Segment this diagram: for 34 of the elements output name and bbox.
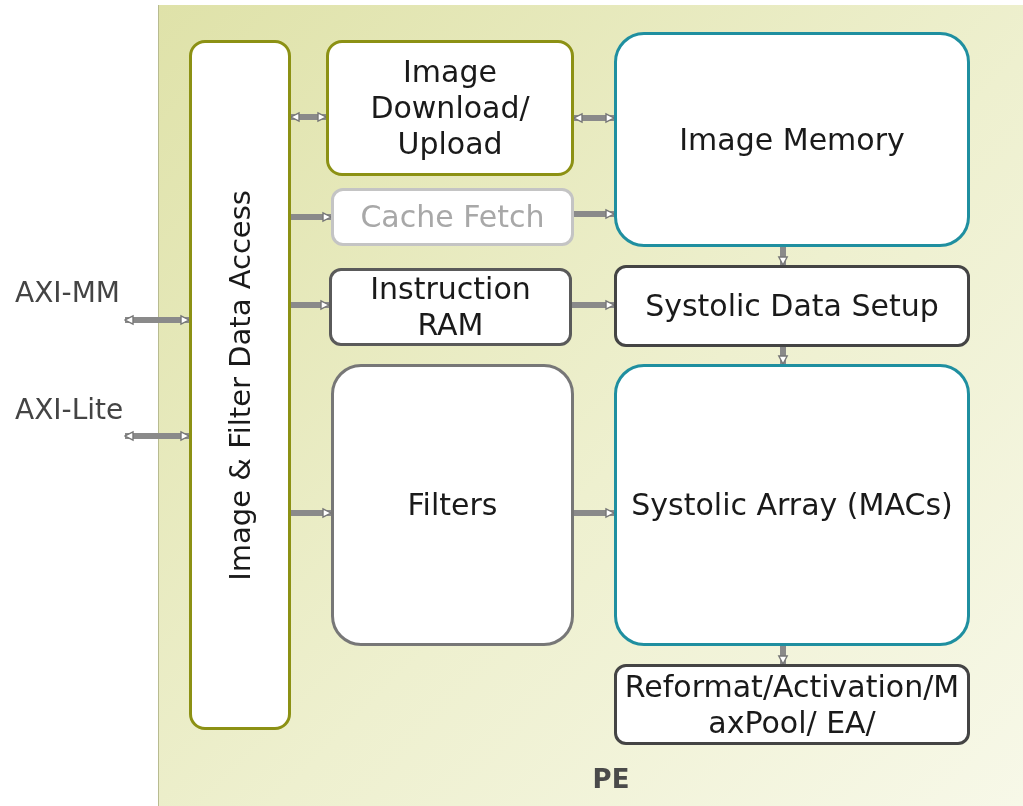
block-arrow — [778, 646, 788, 665]
block-arrow — [572, 300, 615, 310]
block-arrow — [778, 347, 788, 365]
block-arrow — [574, 508, 615, 518]
block-arrow — [290, 112, 327, 122]
process-box — [614, 364, 970, 646]
panel-title: PE — [591, 764, 631, 794]
box-label: Image & Filter Data Access — [222, 189, 258, 581]
block-arrow — [124, 315, 190, 325]
process-box — [331, 364, 574, 646]
block-arrow — [778, 247, 788, 266]
panel-background — [158, 5, 1023, 806]
box-label: Image Memory — [678, 121, 906, 158]
block-arrow — [573, 113, 615, 123]
interface-label: AXI-MM — [15, 276, 120, 309]
box-label: Image Download/ Upload — [369, 54, 531, 162]
box-label: Filters — [406, 487, 499, 523]
process-box — [326, 40, 574, 176]
memory-box — [614, 32, 970, 247]
block-arrow — [574, 209, 615, 219]
box-label: Instruction RAM — [369, 271, 532, 343]
box-label: Systolic Array (MACs) — [630, 487, 954, 523]
block-arrow — [291, 508, 332, 518]
interface-label: AXI-Lite — [15, 393, 124, 426]
block-arrow — [291, 212, 332, 222]
block-arrow — [291, 300, 330, 310]
process-box — [329, 268, 572, 346]
process-box — [614, 265, 970, 347]
box-label: Cache Fetch — [359, 199, 546, 235]
process-box — [331, 188, 574, 246]
box-label: Reformat/Activation/MaxPool/ EA/ — [623, 668, 961, 741]
block-arrow — [124, 431, 190, 441]
box-label: Systolic Data Setup — [644, 288, 940, 324]
process-box — [189, 40, 291, 730]
